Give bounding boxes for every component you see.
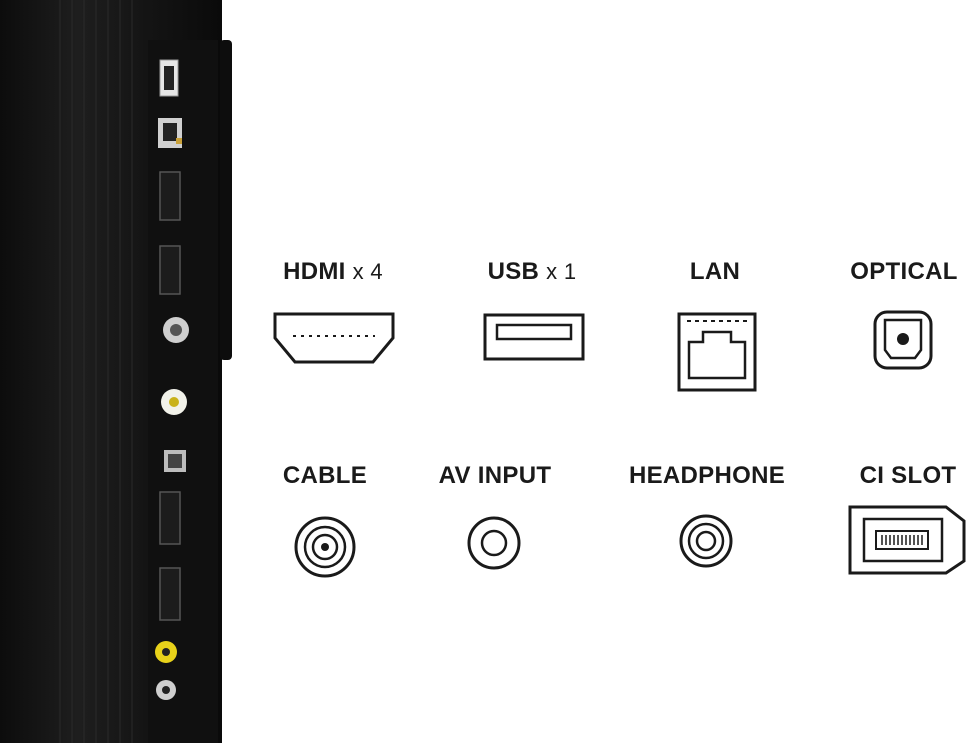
lan-port-icon (677, 312, 757, 392)
usb-name: USB (487, 258, 540, 285)
ci-slot-icon (846, 505, 968, 575)
av-input-name: AV INPUT (438, 462, 552, 489)
cable-name: CABLE (282, 462, 368, 489)
label-hdmi: HDMI x 4 (268, 258, 398, 286)
lan-name: LAN (689, 258, 741, 285)
label-optical: OPTICAL (838, 258, 970, 286)
label-usb: USB x 1 (472, 258, 592, 286)
label-ci-slot: CI SLOT (846, 462, 970, 490)
optical-name: OPTICAL (850, 258, 958, 285)
usb-multiplier: x 1 (546, 259, 577, 284)
tv-side-panel-illustration (0, 0, 950, 743)
ci-slot-name: CI SLOT (859, 462, 957, 489)
label-av-input: AV INPUT (420, 462, 570, 490)
label-headphone: HEADPHONE (612, 462, 802, 490)
hdmi-multiplier: x 4 (352, 259, 383, 284)
hdmi-port-icon (273, 312, 395, 364)
hdmi-name: HDMI (283, 258, 346, 285)
tv-side-panel-image (0, 0, 950, 743)
cable-port-icon (293, 515, 357, 579)
label-lan: LAN (670, 258, 760, 286)
headphone-name: HEADPHONE (628, 462, 786, 489)
label-cable: CABLE (270, 462, 380, 490)
av-input-port-icon (466, 515, 522, 571)
headphone-port-icon (678, 513, 734, 569)
usb-port-icon (483, 313, 585, 361)
optical-port-icon (873, 310, 933, 370)
